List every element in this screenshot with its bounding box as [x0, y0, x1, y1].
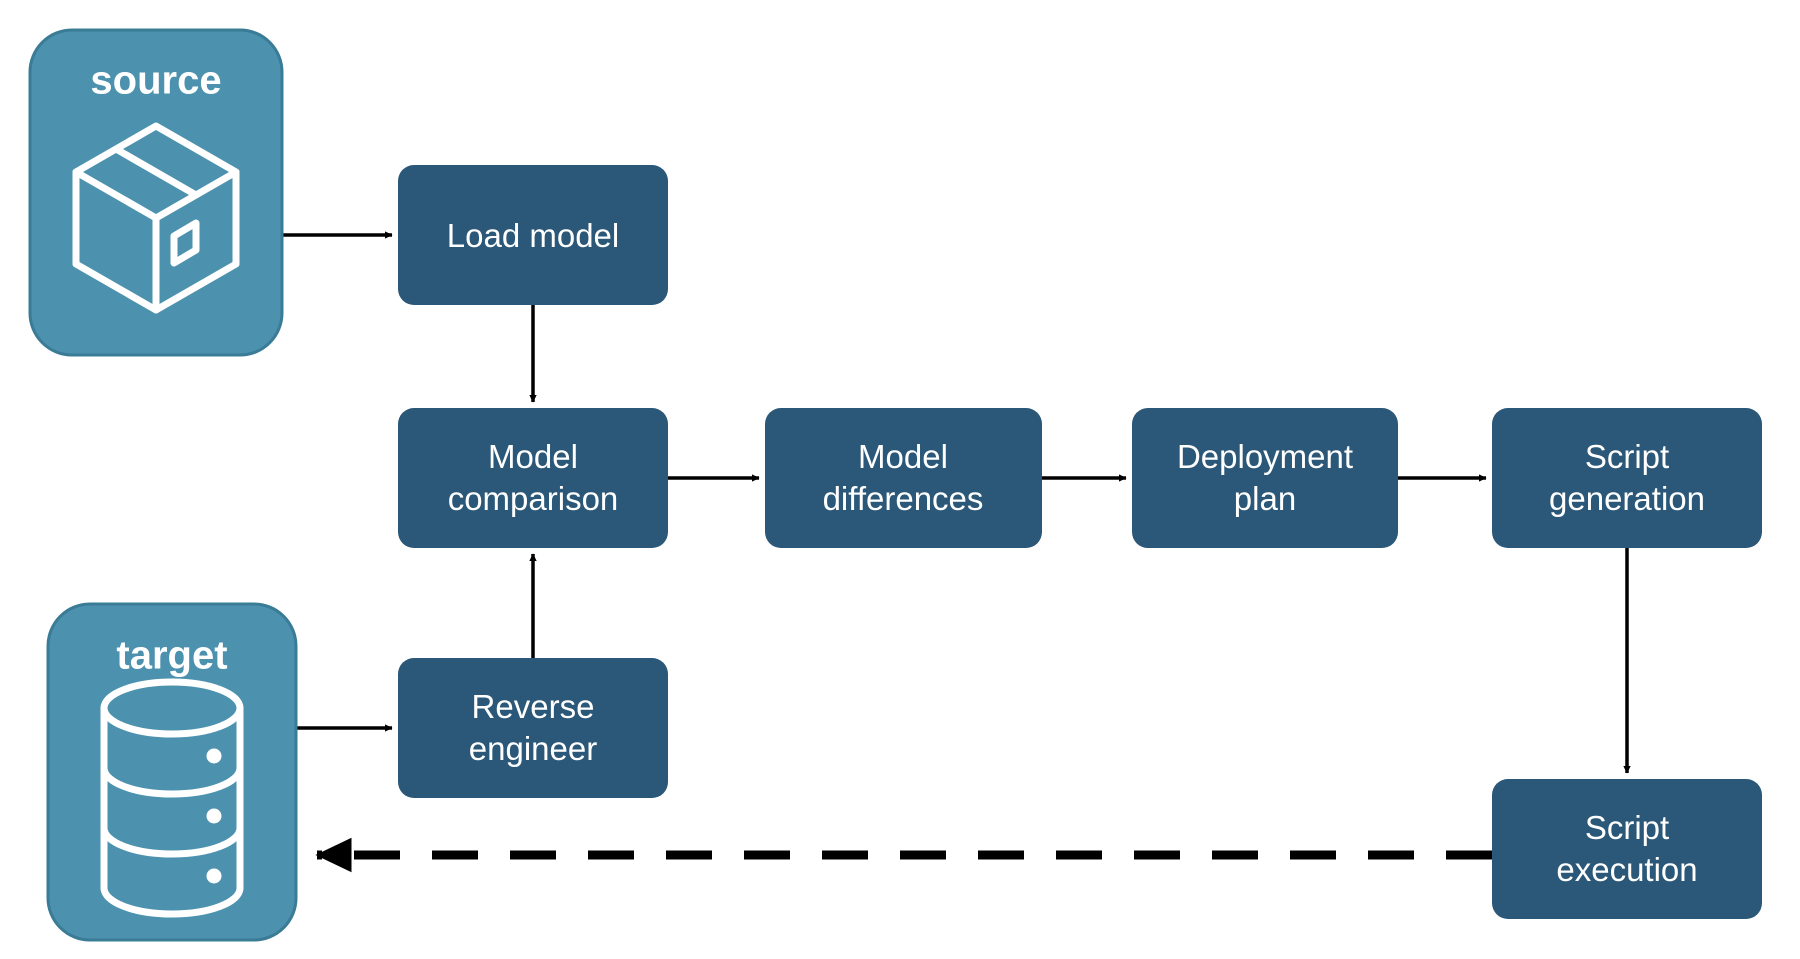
script-execution-label-line-1: Script [1585, 809, 1669, 846]
target-card-background [46, 602, 298, 942]
database-indicator-dot [206, 808, 222, 824]
model-comparison-label-line-2: comparison [448, 480, 619, 517]
process-model-differences[interactable]: Model differences [765, 408, 1042, 548]
database-indicator-dot [206, 748, 222, 764]
script-generation-label-line-2: generation [1549, 480, 1705, 517]
package-box-icon [72, 122, 240, 314]
database-indicator-dot [206, 868, 222, 884]
deployment-plan-background [1132, 408, 1398, 548]
model-differences-background [765, 408, 1042, 548]
script-execution-background [1492, 779, 1762, 919]
reverse-engineer-label-line-2: engineer [469, 730, 597, 767]
script-execution-label-line-2: execution [1556, 851, 1697, 888]
deployment-plan-label-line-1: Deployment [1177, 438, 1353, 475]
model-differences-label-line-1: Model [858, 438, 948, 475]
process-reverse-engineer[interactable]: Reverse engineer [398, 658, 668, 798]
database-cylinder-icon [100, 678, 244, 918]
process-deployment-plan[interactable]: Deployment plan [1132, 408, 1398, 548]
source-label: source [90, 59, 221, 103]
endpoint-source[interactable]: source [28, 28, 284, 357]
deployment-plan-label-line-2: plan [1234, 480, 1296, 517]
reverse-engineer-background [398, 658, 668, 798]
model-differences-label-line-2: differences [823, 480, 984, 517]
process-load-model[interactable]: Load model [398, 165, 668, 305]
connector-layer [282, 231, 1631, 873]
reverse-engineer-label-line-1: Reverse [472, 688, 595, 725]
process-model-comparison[interactable]: Model comparison [398, 408, 668, 548]
load-model-label-line-1: Load model [447, 217, 619, 254]
script-generation-label-line-1: Script [1585, 438, 1669, 475]
target-label: target [116, 634, 227, 678]
process-script-execution[interactable]: Script execution [1492, 779, 1762, 919]
model-comparison-label-line-1: Model [488, 438, 578, 475]
endpoint-target[interactable]: target [46, 602, 298, 942]
load-model-background [398, 165, 668, 305]
script-generation-background [1492, 408, 1762, 548]
process-script-generation[interactable]: Script generation [1492, 408, 1762, 548]
model-comparison-background [398, 408, 668, 548]
